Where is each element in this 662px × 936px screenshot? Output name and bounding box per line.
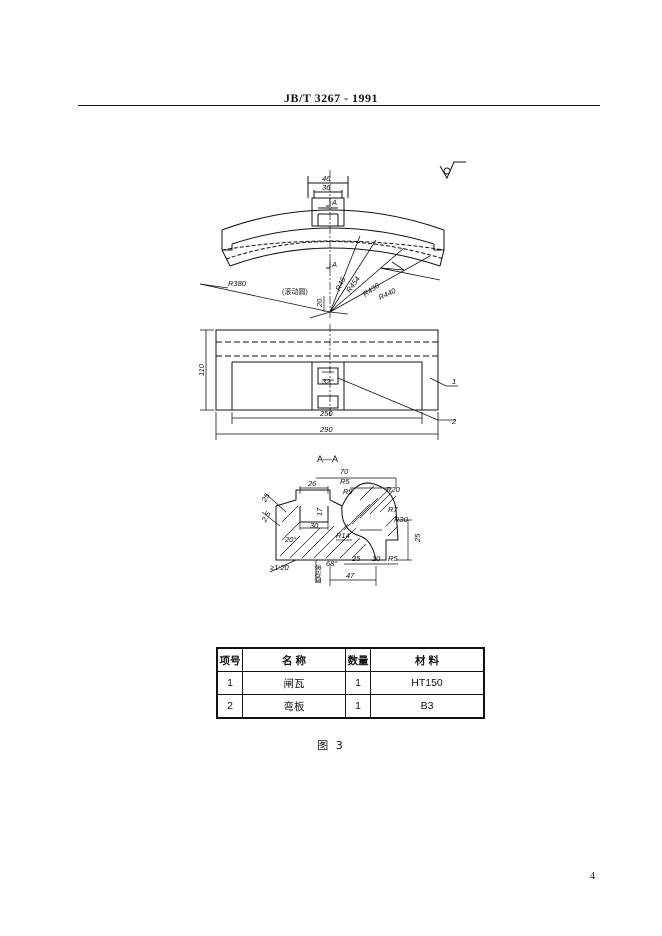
- dim-46: 46: [322, 174, 331, 183]
- roughness-symbol-icon: [439, 161, 466, 180]
- leader-2: 2: [451, 417, 457, 426]
- dim-r454: R454: [344, 275, 362, 295]
- dim-36: 36: [322, 183, 331, 192]
- section-a-a: [261, 477, 412, 586]
- table-row: 1 闸瓦 1 HT150: [216, 671, 485, 695]
- parts-table: 项号 名 称 数量 材 料 1 闸瓦 1 HT150 2 弯板 1 B3: [216, 647, 485, 719]
- cell-item-no: 1: [216, 671, 243, 695]
- table-row: 2 弯板 1 B3: [216, 694, 485, 719]
- cell-material: HT150: [370, 671, 485, 695]
- dim-r20: R20: [386, 485, 401, 494]
- dim-r5-top: R5: [340, 477, 350, 486]
- cell-quantity: 1: [345, 694, 371, 719]
- dim-25-horz: 25: [351, 554, 361, 563]
- dim-25-angled: 25: [259, 491, 272, 504]
- dim-20: 20: [315, 298, 324, 308]
- table-header-row: 项号 名 称 数量 材 料: [216, 647, 485, 672]
- dim-10: 10: [372, 554, 381, 563]
- page-number: 4: [590, 871, 595, 882]
- dim-70: 70: [340, 467, 349, 476]
- dim-110: 110: [197, 363, 206, 376]
- dim-r5-bottom: R5: [388, 554, 398, 563]
- col-header-material: 材 料: [370, 647, 485, 672]
- dim-rolling-circle-section: 滚动圆: [314, 564, 323, 584]
- dim-a-top: A: [331, 198, 337, 207]
- dim-r30: R30: [394, 515, 409, 524]
- cell-material: B3: [370, 694, 485, 719]
- dim-taper: ≥1:20: [270, 563, 290, 572]
- dim-30: 30: [310, 521, 319, 530]
- dim-17: 17: [315, 507, 324, 516]
- top-view: [199, 170, 445, 319]
- dim-26: 26: [307, 479, 317, 488]
- dim-a-bottom: A: [331, 260, 337, 269]
- dim-r9: R9: [343, 487, 353, 496]
- dim-rolling-circle: (滚动圆): [282, 287, 308, 296]
- dim-r380: R380: [228, 279, 247, 288]
- col-header-name: 名 称: [242, 647, 346, 672]
- dim-290: 290: [319, 425, 333, 434]
- dim-25-vert: 25: [413, 533, 422, 543]
- dim-r14: R14: [336, 531, 350, 540]
- leader-1: 1: [452, 377, 456, 386]
- cell-item-no: 2: [216, 694, 243, 719]
- technical-drawing: 46 36 A A R380 (滚动圆) 20 R454 R430 R440 R…: [197, 161, 466, 586]
- dim-r7: R7: [388, 505, 398, 514]
- dim-20deg: 20°: [284, 535, 296, 544]
- section-title: A—A: [317, 454, 338, 464]
- dim-2-5: 2.5: [259, 509, 273, 524]
- col-header-item-no: 项号: [216, 647, 243, 672]
- figure-caption: 图 3: [317, 739, 345, 752]
- dim-68deg: 68°: [326, 559, 337, 568]
- cell-name: 弯板: [242, 694, 346, 719]
- page-header-title: JB/T 3267 - 1991: [283, 91, 379, 105]
- dim-32: 32: [322, 377, 331, 386]
- dim-47: 47: [346, 571, 355, 580]
- cell-name: 闸瓦: [242, 671, 346, 695]
- cell-quantity: 1: [345, 671, 371, 695]
- header-rule: [78, 105, 600, 106]
- col-header-quantity: 数量: [345, 647, 371, 672]
- dim-250: 250: [319, 409, 333, 418]
- front-view: [200, 324, 458, 440]
